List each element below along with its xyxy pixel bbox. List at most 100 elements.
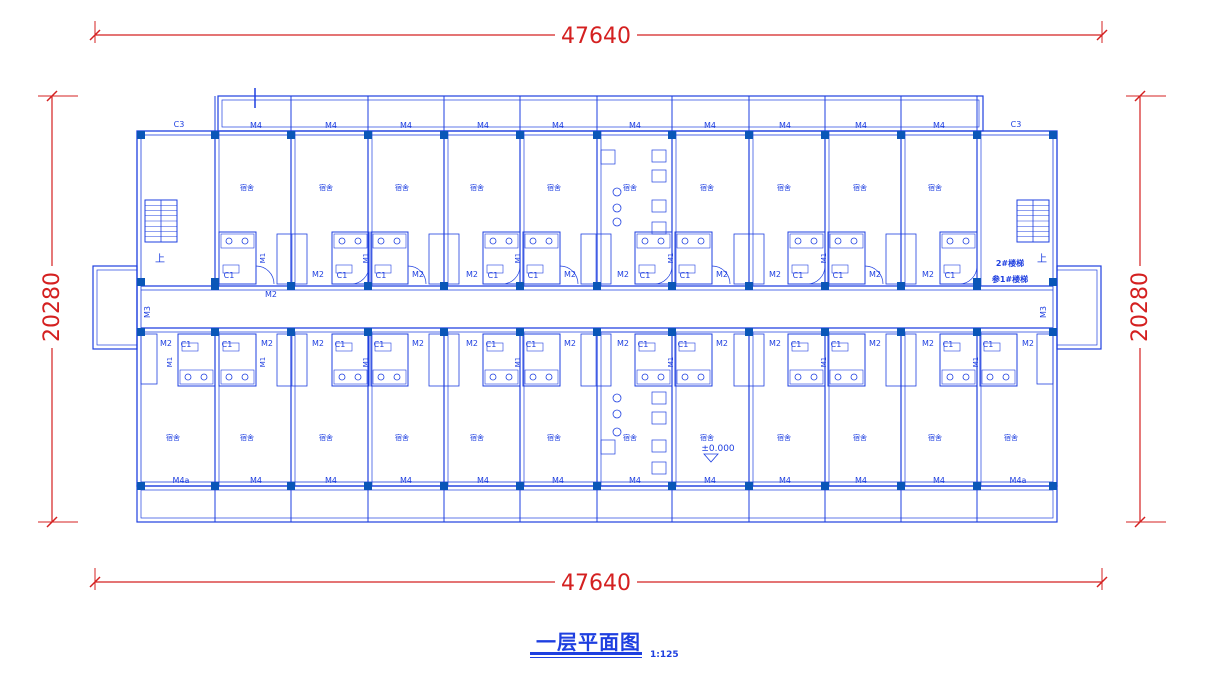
basin-icon — [986, 373, 994, 381]
basin-icon — [850, 373, 858, 381]
elevation-label: ±0.000 — [701, 444, 735, 454]
basin-icon — [962, 237, 970, 245]
bathroom-shower — [372, 369, 407, 385]
label-m4: M4 — [933, 476, 945, 485]
structural-column — [137, 131, 145, 139]
title-underline-thin — [530, 657, 642, 658]
room-label-bottom: 宿舍 — [470, 433, 484, 442]
closet-bottom — [140, 333, 158, 385]
room-label-top: 宿舍 — [319, 183, 333, 192]
door-swing — [711, 265, 731, 285]
label-m2: M2 — [769, 339, 781, 348]
toilet — [486, 342, 504, 352]
bathroom-shower — [179, 369, 214, 385]
toilet — [486, 264, 504, 274]
toilet — [222, 342, 240, 352]
dimension-text-right: 20280 — [1128, 272, 1153, 342]
label-c1: C1 — [791, 340, 802, 349]
central-washroom-top — [596, 130, 673, 287]
entrance-porch-left-inner — [96, 269, 138, 346]
bathroom-top — [331, 231, 370, 285]
fixture-icon — [612, 427, 622, 437]
basin-icon — [489, 237, 497, 245]
label-m4a: M4a — [173, 476, 190, 485]
structural-column — [1049, 131, 1057, 139]
label-c1: C1 — [181, 340, 192, 349]
label-m2: M2 — [412, 339, 424, 348]
room-label-bottom: 宿舍 — [777, 433, 791, 442]
label-m4: M4 — [552, 476, 564, 485]
structural-column — [211, 278, 219, 286]
fixture-icon — [612, 217, 622, 227]
fixture-box — [651, 149, 667, 163]
label-m4: M4 — [779, 476, 791, 485]
door-swing — [350, 265, 370, 285]
label-m2: M2 — [312, 270, 324, 279]
dimension-text-bg — [555, 23, 637, 47]
bathroom-bottom — [331, 333, 370, 387]
structural-column — [668, 328, 676, 336]
structural-column — [287, 282, 295, 290]
basin-icon — [962, 373, 970, 381]
label-m1: M1 — [667, 357, 675, 368]
bathroom-bottom — [787, 333, 826, 387]
fixture-box — [600, 439, 616, 455]
dimension-text-bg — [40, 266, 64, 348]
label-m1: M1 — [362, 253, 370, 264]
bathroom-top — [482, 231, 521, 285]
room-label-top: 宿舍 — [395, 183, 409, 192]
bathroom-top — [370, 231, 409, 285]
structural-column — [745, 328, 753, 336]
structural-column — [440, 482, 448, 490]
bathroom-shower — [220, 369, 255, 385]
basin-icon — [505, 237, 513, 245]
door-swing — [653, 265, 673, 285]
label-m2: M2 — [564, 339, 576, 348]
structural-column — [745, 131, 753, 139]
stairs: 上上2#楼梯参1#楼梯 — [144, 199, 1050, 284]
structural-column — [973, 278, 981, 286]
room-label-bottom: 宿舍 — [700, 433, 714, 442]
structural-column — [745, 282, 753, 290]
toilet — [181, 342, 199, 352]
basin-icon — [810, 237, 818, 245]
stair-note-line-1: 2#楼梯 — [996, 258, 1024, 268]
bathroom-shower — [372, 233, 407, 249]
central-washroom-bottom — [596, 331, 673, 487]
basin-icon — [489, 373, 497, 381]
fixture-icon — [612, 203, 622, 213]
structural-column — [668, 131, 676, 139]
basin-icon — [697, 373, 705, 381]
door-swing — [864, 265, 884, 285]
label-c1: C1 — [640, 271, 651, 280]
structural-column — [211, 328, 219, 336]
bathroom-shower — [333, 233, 368, 249]
dimension-tick — [1096, 576, 1108, 588]
label-c1: C1 — [222, 340, 233, 349]
basin-icon — [657, 237, 665, 245]
toilet — [335, 342, 353, 352]
basin-icon — [393, 237, 401, 245]
label-m2: M2 — [1022, 339, 1034, 348]
structural-column — [973, 131, 981, 139]
bathroom-shower — [484, 233, 519, 249]
bathroom-top — [787, 231, 826, 285]
bathroom-bottom — [482, 333, 521, 387]
fixture-box — [651, 411, 667, 425]
door-swing — [407, 265, 427, 285]
room-label-top: 宿舍 — [240, 183, 254, 192]
label-m4: M4 — [704, 476, 716, 485]
toilet — [791, 264, 809, 274]
bathroom-bottom — [827, 333, 866, 387]
structural-column — [973, 482, 981, 490]
fixture-icon — [612, 187, 622, 197]
basin-icon — [338, 373, 346, 381]
label-m2: M2 — [617, 339, 629, 348]
toilet — [791, 342, 809, 352]
label-m4: M4 — [400, 121, 412, 130]
toilet — [526, 342, 544, 352]
label-m1: M1 — [259, 253, 267, 264]
label-m2: M2 — [716, 339, 728, 348]
label-m4: M4 — [779, 121, 791, 130]
label-c1: C1 — [528, 271, 539, 280]
